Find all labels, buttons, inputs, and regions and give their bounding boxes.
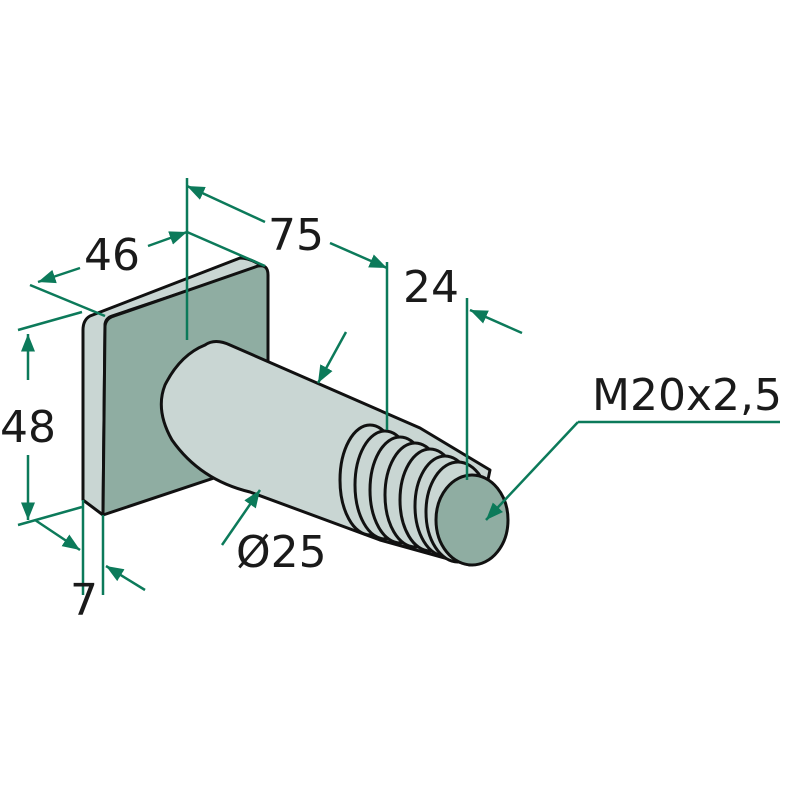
bolt-shaft xyxy=(159,340,510,567)
bolt-end-face xyxy=(434,473,510,567)
dim-thread-length: 24 xyxy=(403,262,459,313)
dim-head-thickness: 7 xyxy=(70,575,98,626)
dim-thread-spec: M20x2,5 xyxy=(592,370,782,421)
dim-head-height: 48 xyxy=(0,402,56,453)
dimension-lines xyxy=(17,178,780,595)
dim-total-length: 75 xyxy=(268,210,324,261)
dim-head-width: 46 xyxy=(84,230,140,281)
dim-shaft-diameter: Ø25 xyxy=(236,527,327,578)
